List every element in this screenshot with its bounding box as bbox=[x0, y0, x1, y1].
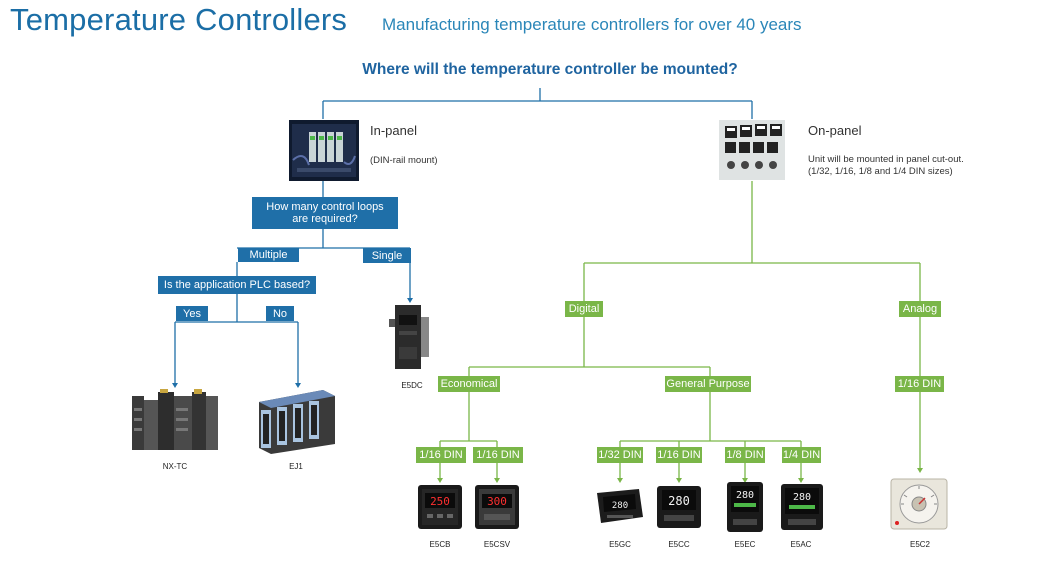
loops-question-line1: How many control loops bbox=[266, 201, 384, 213]
loops-question-line2: are required? bbox=[292, 213, 358, 225]
e5ec-display: 280 bbox=[736, 490, 754, 501]
general-purpose-box: General Purpose bbox=[665, 376, 751, 392]
size-box-e5csv: 1/16 DIN bbox=[473, 447, 523, 463]
e5ac-label: E5AC bbox=[790, 540, 812, 549]
size-box-e5ec: 1/8 DIN bbox=[725, 447, 765, 463]
in-panel-note: (DIN-rail mount) bbox=[370, 155, 438, 166]
economical-box: Economical bbox=[438, 376, 500, 392]
on-panel-note: Unit will be mounted in panel cut-out. (… bbox=[808, 154, 964, 178]
ej1-photo bbox=[253, 388, 337, 456]
mount-question: Where will the temperature controller be… bbox=[362, 61, 738, 78]
e5cc-photo: 280 bbox=[656, 485, 702, 529]
on-panel-photo bbox=[719, 120, 785, 180]
plc-question-box: Is the application PLC based? bbox=[158, 276, 316, 294]
e5c2-label: E5C2 bbox=[909, 540, 930, 549]
size-box-e5cc: 1/16 DIN bbox=[656, 447, 702, 463]
e5ac-photo: 280 bbox=[780, 483, 824, 531]
e5csv-photo: 300 bbox=[474, 484, 520, 530]
e5gc-label: E5GC bbox=[609, 540, 631, 549]
ej1-label: EJ1 bbox=[289, 462, 303, 471]
single-box: Single bbox=[363, 248, 411, 263]
nx-tc-photo bbox=[130, 388, 220, 456]
e5gc-photo: 280 bbox=[595, 487, 645, 525]
on-panel-note-line2: (1/32, 1/16, 1/8 and 1/4 DIN sizes) bbox=[808, 166, 953, 177]
digital-box: Digital bbox=[565, 301, 603, 317]
in-panel-heading: In-panel bbox=[370, 123, 417, 138]
e5c2-photo bbox=[887, 475, 951, 533]
e5dc-photo bbox=[387, 303, 433, 371]
no-box: No bbox=[266, 306, 294, 321]
e5ec-photo: 280 bbox=[726, 481, 764, 533]
e5cc-label: E5CC bbox=[668, 540, 690, 549]
nx-tc-label: NX-TC bbox=[162, 462, 188, 471]
multiple-box: Multiple bbox=[238, 248, 299, 262]
analog-box: Analog bbox=[899, 301, 941, 317]
size-box-e5ac: 1/4 DIN bbox=[782, 447, 821, 463]
e5cb-label: E5CB bbox=[429, 540, 451, 549]
e5csv-label: E5CSV bbox=[483, 540, 511, 549]
page-title: Temperature Controllers bbox=[10, 2, 348, 37]
in-panel-photo bbox=[289, 120, 359, 181]
on-panel-heading: On-panel bbox=[808, 123, 862, 138]
e5gc-display: 280 bbox=[612, 501, 628, 511]
on-panel-note-line1: Unit will be mounted in panel cut-out. bbox=[808, 154, 964, 165]
size-box-e5gc: 1/32 DIN bbox=[597, 447, 643, 463]
size-box-e5cb: 1/16 DIN bbox=[416, 447, 466, 463]
e5csv-display: 300 bbox=[487, 495, 507, 508]
e5ac-display: 280 bbox=[793, 492, 811, 503]
e5cb-display: 250 bbox=[430, 495, 450, 508]
yes-box: Yes bbox=[176, 306, 208, 321]
e5dc-label: E5DC bbox=[401, 381, 423, 390]
loops-question-box: How many control loops are required? bbox=[252, 197, 398, 229]
e5cc-display: 280 bbox=[668, 494, 690, 508]
analog-size-box: 1/16 DIN bbox=[895, 376, 944, 392]
page-subtitle: Manufacturing temperature controllers fo… bbox=[382, 15, 802, 34]
e5cb-photo: 250 bbox=[417, 484, 463, 530]
e5ec-label: E5EC bbox=[734, 540, 756, 549]
